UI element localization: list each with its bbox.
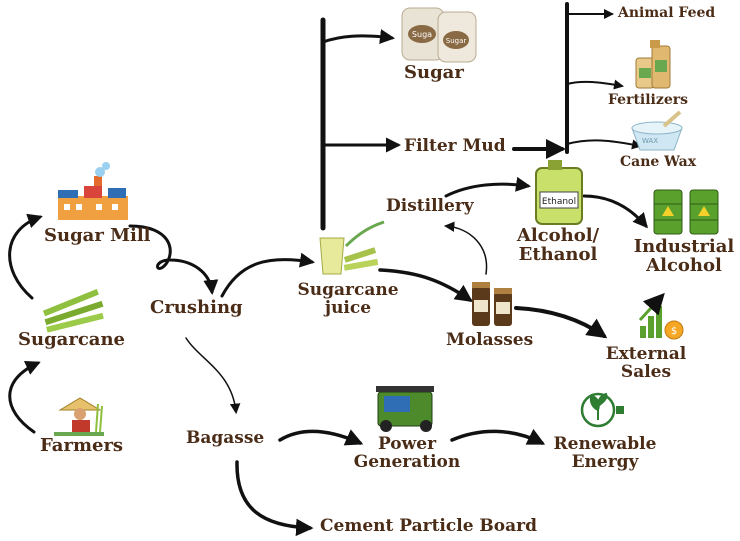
sugar-bag-text-2: Sugar [446, 37, 467, 45]
label-external-sales: External Sales [604, 344, 688, 382]
arrow-juice-molasses [378, 268, 473, 302]
label-filter-mud: Filter Mud [404, 136, 506, 156]
leaf-plug-icon [580, 392, 624, 428]
label-animal-feed: Animal Feed [618, 5, 716, 21]
label-juice-line-1: Sugarcane [297, 280, 399, 300]
ethanol-can-text: Ethanol [542, 197, 576, 207]
arrow-bagasse-cement [235, 460, 314, 537]
label-sugarcane: Sugarcane [18, 329, 125, 350]
farmer-icon [54, 397, 104, 436]
label-cane-wax: Cane Wax [620, 154, 697, 170]
label-fertilizers: Fertilizers [608, 92, 688, 108]
label-farmers: Farmers [40, 435, 124, 456]
label-distillery: Distillery [386, 196, 474, 216]
label-power-line-2: Generation [353, 451, 461, 472]
fertilizer-jug-icon [635, 40, 671, 89]
arrow-molasses-distillery [443, 221, 488, 275]
arrow-alcohol-industrial [582, 194, 648, 229]
label-juice-line-2: juice [324, 297, 372, 318]
label-external-line-2: Sales [620, 361, 672, 382]
svg-text:$: $ [671, 326, 677, 337]
label-industrial-line-2: Alcohol [646, 254, 722, 276]
arrow-crushing-bagasse [185, 337, 241, 415]
label-sugarcane-juice: Sugarcane juice [290, 280, 406, 318]
label-power-line-1: Power [377, 434, 437, 454]
label-crushing: Crushing [150, 297, 243, 318]
label-alcohol: Alcohol/ Ethanol [512, 225, 604, 265]
label-industrial-alcohol: Industrial Alcohol [628, 236, 740, 276]
wax-bowl-icon: WAX [631, 110, 683, 151]
ethanol-can-icon: Ethanol [535, 160, 583, 225]
sugarcane-icon [42, 288, 104, 333]
drum-icon [653, 189, 719, 235]
label-renewable-energy: Renewable Energy [544, 434, 666, 472]
sugar-bag-icon: Suga Sugar [401, 7, 477, 63]
arrow-trunk-fertilizers [566, 79, 624, 90]
label-industrial-line-1: Industrial [633, 236, 735, 257]
label-bagasse: Bagasse [186, 428, 265, 448]
wax-bowl-text: WAX [642, 137, 658, 145]
label-alcohol-line-2: Ethanol [518, 243, 598, 265]
label-sugar: Sugar [404, 62, 464, 83]
arrow-trunk-canewax [566, 139, 642, 150]
label-renewable-line-2: Energy [571, 451, 639, 472]
label-power-generation: Power Generation [346, 434, 468, 472]
arrow-mill-crushing [128, 224, 219, 295]
arrow-distillery-alcohol [444, 176, 531, 198]
sugar-bag-text-1: Suga [412, 30, 432, 39]
label-sugar-mill: Sugar Mill [44, 225, 151, 246]
growth-coin-icon: $ [638, 292, 684, 340]
arrow-farmers-sugarcane [8, 361, 41, 434]
label-cement-particle-board: Cement Particle Board [320, 516, 537, 536]
label-external-line-1: External [605, 344, 687, 364]
molasses-jar-icon [472, 282, 512, 326]
arrow-crushing-juice [220, 252, 315, 298]
label-molasses: Molasses [446, 330, 534, 350]
connector-arrows [8, 2, 648, 537]
arrow-trunk-sugar [321, 29, 395, 44]
arrow-power-renewable [450, 428, 546, 445]
arrow-molasses-external [514, 306, 608, 339]
arrow-bagasse-power [278, 429, 364, 446]
label-alcohol-line-1: Alcohol/ [516, 225, 600, 246]
arrow-sugarcane-mill [8, 213, 43, 300]
factory-icon [58, 162, 128, 220]
label-renewable-line-1: Renewable [553, 434, 657, 454]
juice-glass-icon [319, 220, 385, 275]
generator-icon [376, 386, 434, 432]
